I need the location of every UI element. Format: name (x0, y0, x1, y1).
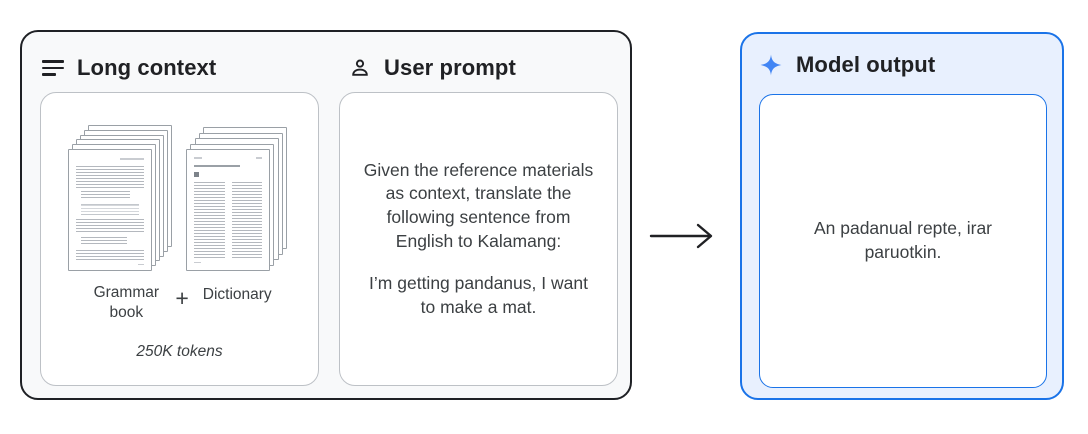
dictionary-front-page (186, 149, 270, 271)
prompt-paragraph-2: I’m getting pandanus, I want to make a m… (369, 272, 588, 317)
letter-heading (194, 171, 199, 177)
dictionary-label: Dictionary (202, 286, 272, 303)
page-table (80, 204, 140, 215)
model-output-card: An padanual repte, irar paruotkin. (759, 94, 1047, 388)
user-prompt-card: Given the reference materials as context… (339, 92, 618, 386)
page-number (194, 261, 201, 263)
document-labels: Grammar book + Dictionary (87, 283, 272, 323)
page-text-lines (194, 157, 202, 159)
page-text-lines (231, 181, 262, 258)
notes-icon (42, 60, 64, 76)
page-number (138, 263, 144, 265)
page-header (194, 157, 262, 159)
page-text-lines (256, 157, 262, 159)
person-icon (349, 57, 371, 79)
page-text-lines (81, 237, 128, 246)
token-count-label: 250K tokens (136, 343, 223, 361)
user-prompt-title: User prompt (384, 55, 516, 80)
grammar-book-front-page (68, 149, 152, 271)
page-text-lines (76, 219, 144, 234)
sparkle-icon (759, 53, 783, 77)
page-text-lines (76, 250, 144, 262)
plus-sign: + (175, 285, 189, 311)
model-output-text: An padanual repte, irar paruotkin. (813, 218, 993, 262)
page-text-lines (81, 191, 130, 200)
page-content (69, 150, 151, 270)
document-stacks (68, 125, 291, 271)
model-output-panel: Model output An padanual repte, irar par… (740, 32, 1064, 400)
prompt-paragraph-1: Given the reference materials as context… (363, 159, 594, 251)
page-text-lines (76, 166, 144, 188)
user-prompt-header: User prompt (339, 50, 516, 86)
dictionary-stack (186, 125, 291, 271)
context-panel: Long context User prompt (20, 30, 632, 400)
page-content (187, 150, 269, 270)
right-arrow-icon (648, 221, 720, 256)
grammar-book-label: Grammar book (93, 284, 160, 322)
long-context-title: Long context (77, 55, 217, 80)
dictionary-columns (194, 181, 262, 258)
page-text-lines (194, 181, 225, 258)
grammar-book-stack (68, 125, 173, 271)
long-context-header: Long context (40, 50, 339, 86)
page-text-lines (120, 158, 144, 160)
model-output-title: Model output (796, 52, 936, 77)
model-output-header: Model output (759, 52, 935, 78)
wordlist-title-line (194, 164, 240, 167)
documents-card: Grammar book + Dictionary 250K tokens (40, 92, 319, 386)
panel-headers: Long context User prompt (40, 50, 614, 86)
